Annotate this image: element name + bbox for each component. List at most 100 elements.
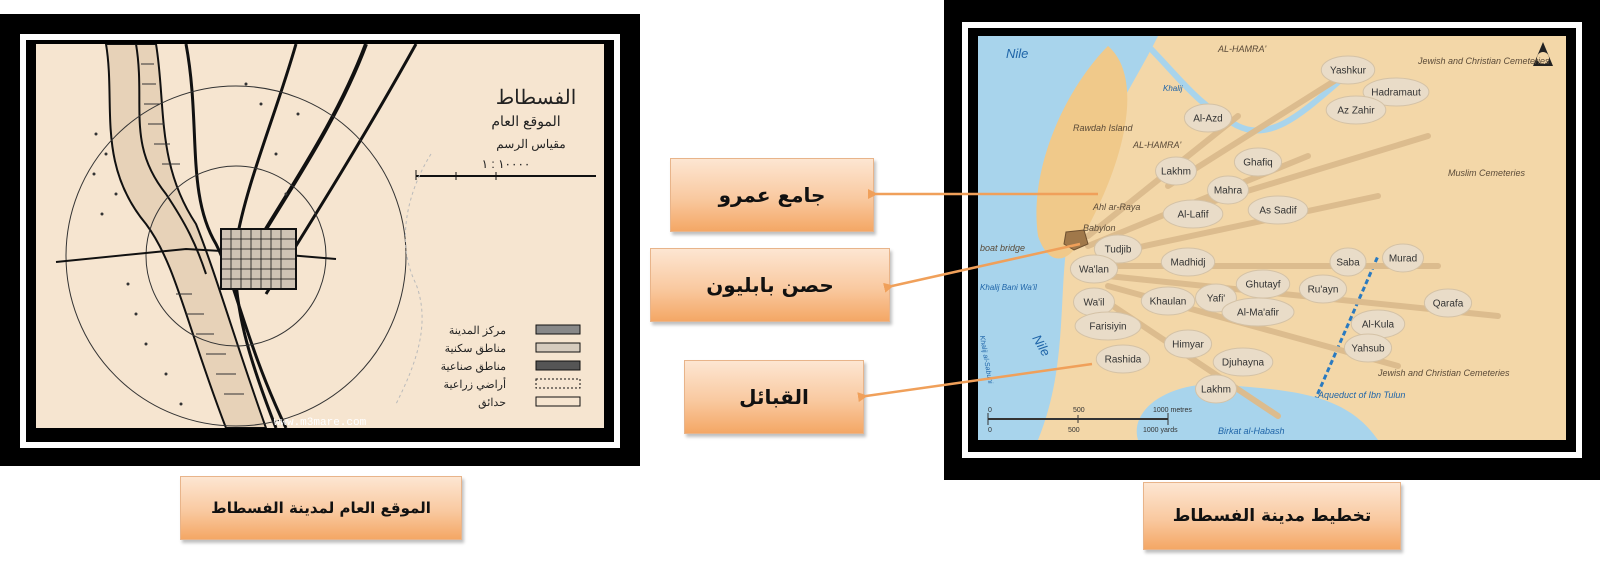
tribe-node [1093,234,1143,264]
tribe-node [1163,329,1213,359]
label-khalij-bani-wail: Khalij Bani Wa'il [980,283,1037,292]
label-nile-top: Nile [1006,46,1028,61]
label-jewish-christian-bottom: Jewish and Christian Cemeteries [1377,368,1510,378]
right-map-scale: 0 500 1000 metres 0 500 1000 yards [987,407,1192,434]
label-aqueduct: Aqueduct of Ibn Tulun [1317,390,1405,400]
callout-amr-mosque-label: جامع عمرو [718,183,826,207]
tribe-label: Farisiyin [1089,322,1126,333]
legend-swatch-gardens [535,396,581,407]
legend-label-gardens: حدائق [478,397,506,409]
tribe-node [1343,333,1393,363]
tribe-label: Ru'ayn [1308,285,1339,296]
tribe-label: Al-Ma'afir [1237,308,1280,319]
scale-yards-1000: 1000 yards [1143,427,1178,434]
legend-swatch-residential [535,342,581,353]
tribe-label: Madhidj [1170,258,1205,269]
tribe-label: Ghutayf [1245,280,1280,291]
tribe-node [1423,288,1473,318]
tribe-label: Mahra [1214,186,1243,197]
tribe-label: Al-Lafif [1177,210,1208,221]
tribe-label: Djuhayna [1222,358,1265,369]
label-hamra-mid: AL-HAMRA' [1132,140,1182,150]
left-map-scale-label: مقياس الرسم [496,137,565,151]
tribe-node [1329,247,1367,277]
tribe-label: Qarafa [1433,299,1464,310]
left-map-title: الفسطاط [496,87,577,109]
north-arrow-icon [1533,42,1553,66]
tribe-label: Yahsub [1351,344,1385,355]
legend-label-residential: مناطق سكنية [445,343,506,355]
tribe-label: Himyar [1172,340,1204,351]
legend-label-industrial: مناطق صناعية [441,361,506,373]
tribe-label: Al-Kula [1362,320,1395,331]
legend-swatch-industrial [535,360,581,371]
tribe-node [1247,195,1309,225]
label-babylon: Babylon [1083,223,1116,233]
tribe-node [1095,344,1151,374]
caption-right-map-label: تخطيط مدينة الفسطاط [1172,506,1372,526]
tribe-label: Yafi' [1207,294,1225,305]
tribe-label: Tudjib [1105,245,1132,256]
callout-tribes-label: القبائل [739,385,809,409]
tribe-label: Wa'il [1084,298,1105,309]
scale-meters-0: 0 [988,407,992,414]
label-jewish-christian-top: Jewish and Christian Cemeteries [1417,56,1550,66]
scale-yards-500: 500 [1068,427,1080,434]
legend-label-city-center: مركز المدينة [449,325,506,337]
scale-yards-0: 0 [988,427,992,434]
tribe-label: Ghafiq [1243,158,1272,169]
tribe-label: Lakhm [1161,167,1191,178]
tribe-node [1162,199,1224,229]
right-map-frame: 0 500 1000 metres 0 500 1000 yards Nile … [944,0,1600,480]
scale-meters-500: 500 [1073,407,1085,414]
tribe-label: Khaulan [1150,297,1187,308]
callout-amr-mosque: جامع عمرو [670,158,874,232]
tribe-label: Lakhm [1201,385,1231,396]
tribe-node [1325,95,1387,125]
tribe-node [1207,175,1249,205]
caption-right-map: تخطيط مدينة الفسطاط [1143,482,1401,550]
legend-swatch-agricultural [535,378,581,389]
tribe-label: Al-Azd [1193,114,1222,125]
tribe-label: Hadramaut [1371,88,1421,99]
tribe-node [1195,374,1237,404]
caption-left-map-label: الموقع العام لمدينة الفسطاط [211,499,431,517]
label-ahl-ar-raya: Ahl ar-Raya [1092,202,1140,212]
label-khalij: Khalij [1163,84,1183,93]
left-map-legend: مركز المدينة مناطق سكنية مناطق صناعية أر… [441,324,581,409]
callout-babylon-fortress-label: حصن بابليون [706,273,834,297]
left-map-subtitle: الموقع العام [491,113,560,130]
scale-meters-1000: 1000 metres [1153,407,1192,414]
left-map-frame: الفسطاط الموقع العام مقياس الرسم ١٠٠٠٠ :… [0,14,640,466]
left-map-drawing: الفسطاط الموقع العام مقياس الرسم ١٠٠٠٠ :… [55,44,596,428]
tribe-node [1320,55,1376,85]
left-map-scale-value: ١٠٠٠٠ : ١ [482,157,531,171]
left-map: الفسطاط الموقع العام مقياس الرسم ١٠٠٠٠ :… [36,44,604,428]
tribe-node [1074,311,1142,341]
tribe-label: Rashida [1105,355,1142,366]
label-hamra-top: AL-HAMRA' [1217,44,1267,54]
tribe-node [1221,297,1295,327]
callout-babylon-fortress: حصن بابليون [650,248,890,322]
tribe-label: As Sadif [1259,206,1296,217]
callout-tribes: القبائل [684,360,864,434]
legend-swatch-city-center [535,324,581,335]
tribe-label: Wa'lan [1079,265,1109,276]
right-map-drawing: 0 500 1000 metres 0 500 1000 yards Nile … [978,36,1553,440]
tribe-node [1140,286,1196,316]
label-rawdah-island: Rawdah Island [1073,123,1134,133]
tribe-node [1233,147,1283,177]
tribe-node [1212,347,1274,377]
label-muslim-cemeteries: Muslim Cemeteries [1448,168,1526,178]
tribe-label: Az Zahir [1337,106,1375,117]
legend-label-agricultural: أراضي زراعية [444,377,506,391]
tribe-label: Saba [1336,258,1360,269]
left-map-website: www.m3mare.com [273,417,367,429]
tribe-node [1298,274,1348,304]
caption-left-map: الموقع العام لمدينة الفسطاط [180,476,462,540]
tribe-node [1160,247,1216,277]
tribe-label: Murad [1389,254,1417,265]
label-boat-bridge: boat bridge [980,243,1025,253]
label-birkat-al-habash: Birkat al-Habash [1218,426,1285,436]
tribe-node [1155,156,1197,186]
